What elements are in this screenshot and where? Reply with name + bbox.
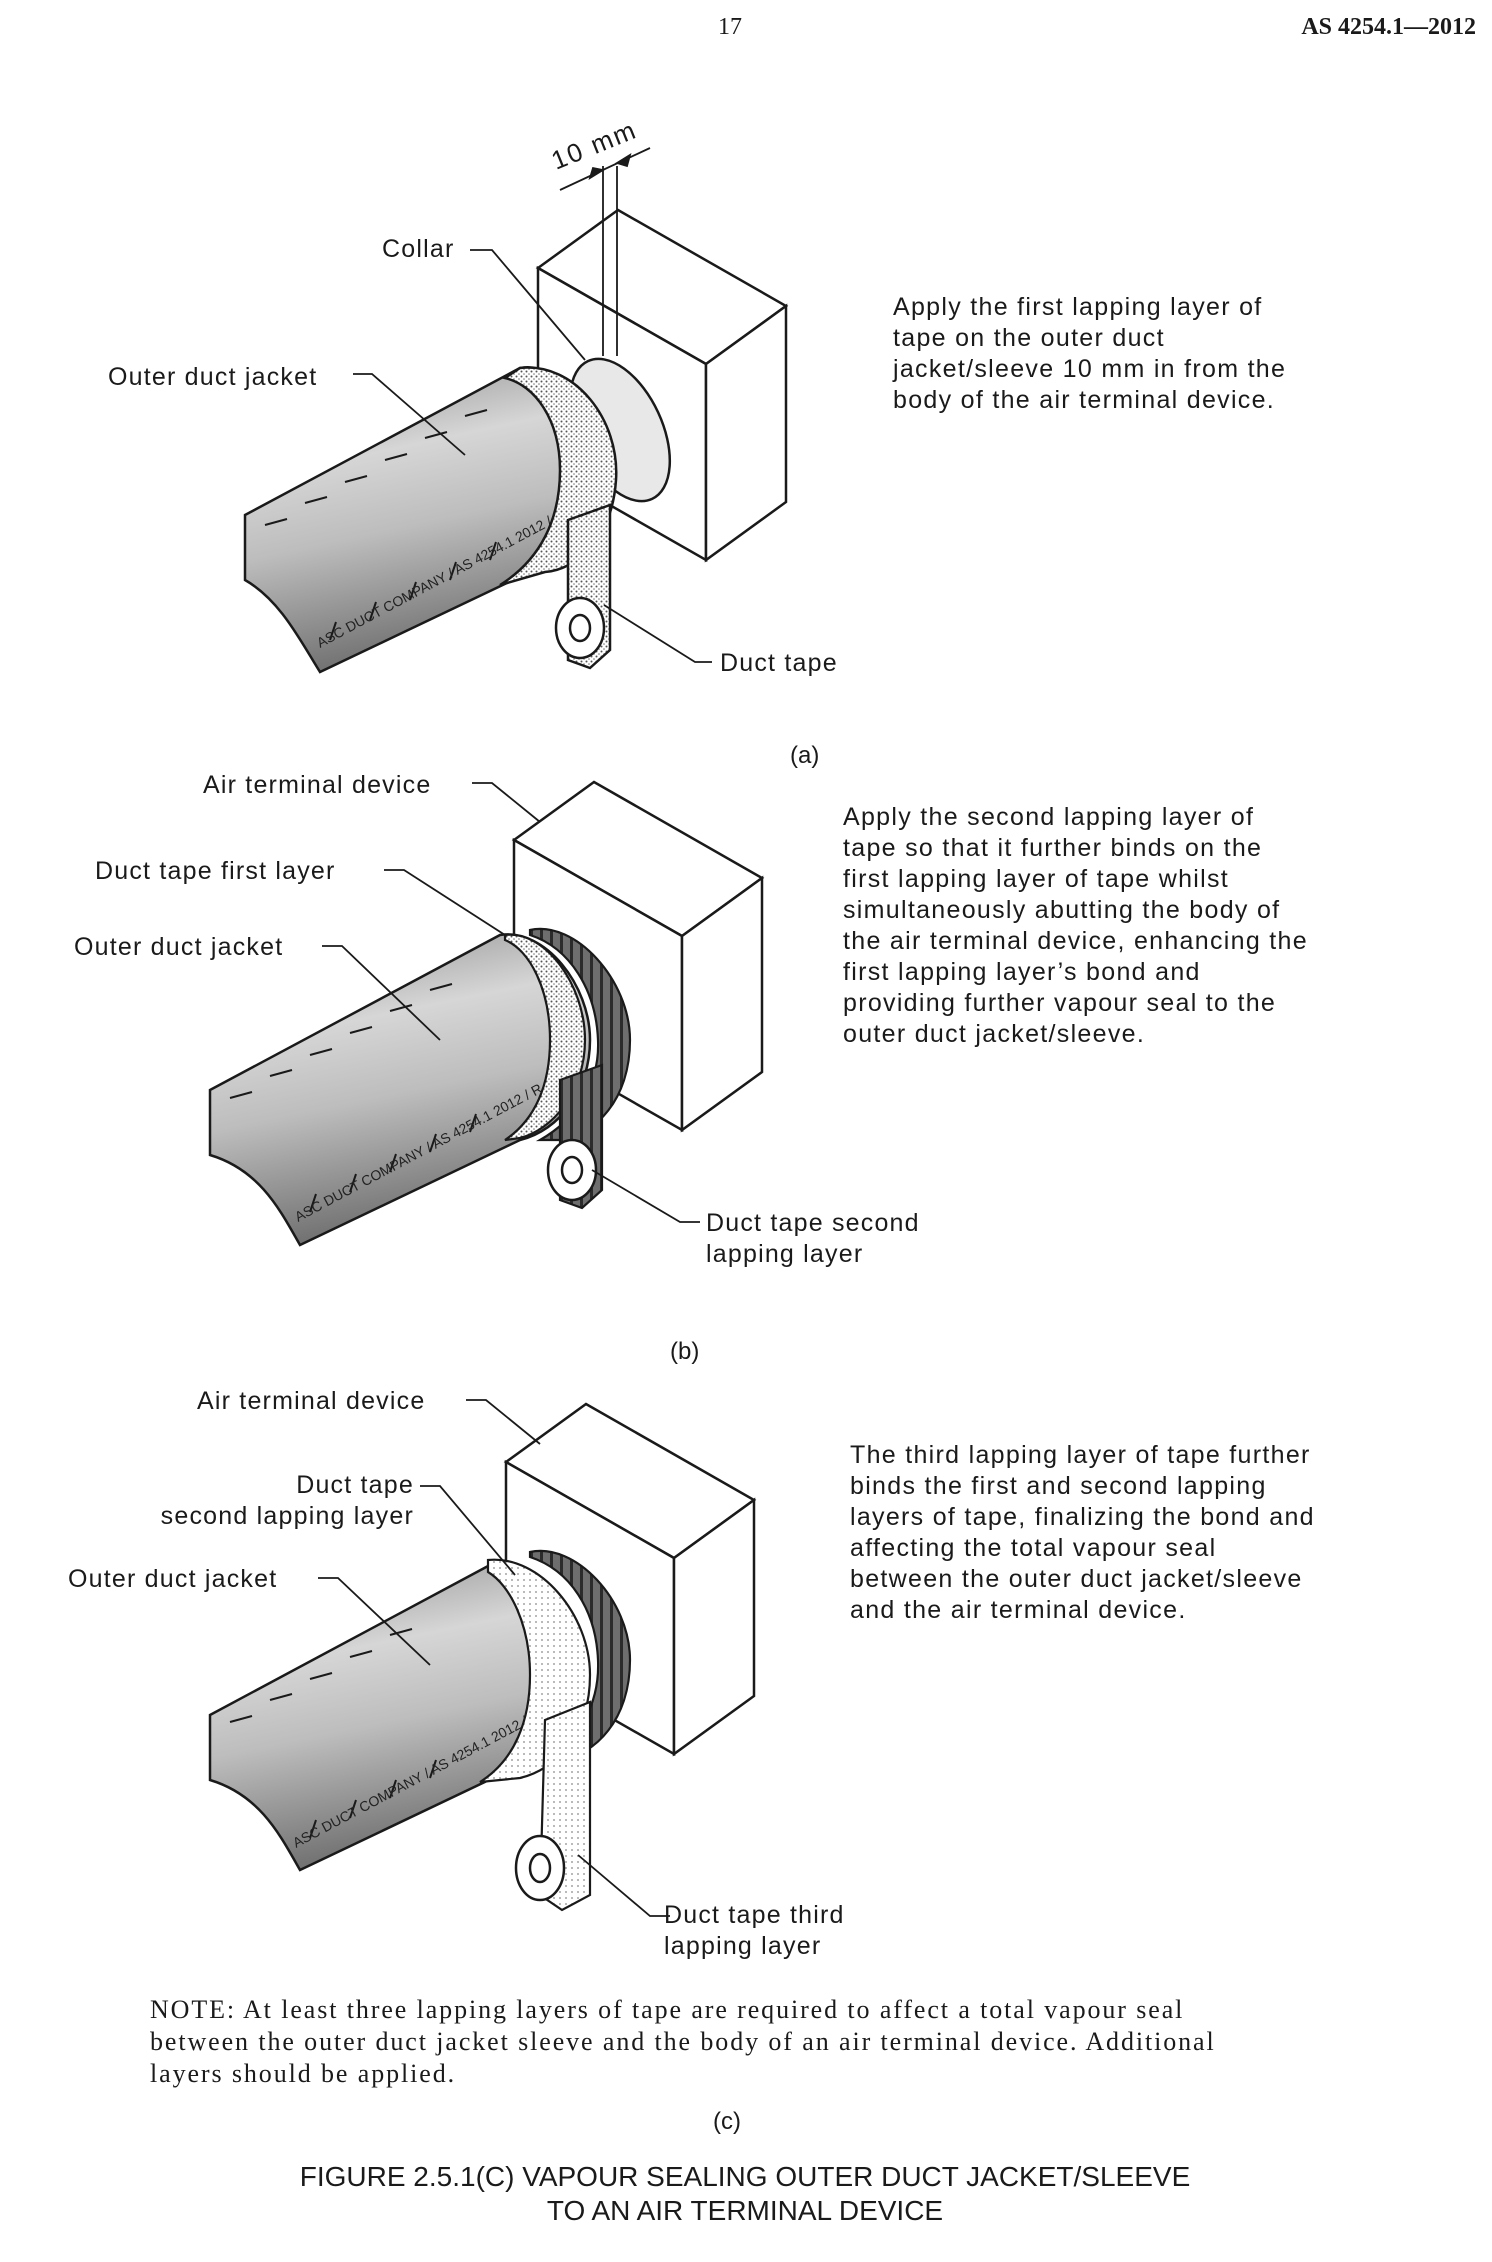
panel-b-leaders — [322, 782, 700, 1223]
box-side-face — [704, 303, 788, 563]
panel-a-leaders — [353, 249, 712, 663]
panel-c-drawing: ASC DUCT COMPANY / AS 4254.1 2012 / — [208, 1399, 757, 1917]
figure-caption: FIGURE 2.5.1(C) VAPOUR SEALING OUTER DUC… — [299, 2161, 1191, 2226]
label-outer-duct-jacket-b: Outer duct jacket — [74, 933, 284, 961]
panel-b-sublabel: (b) — [670, 1338, 700, 1365]
panel-a-sublabel: (a) — [790, 742, 820, 769]
label-duct-tape-second-lapping-c: Duct tape second lapping layer — [160, 1471, 414, 1530]
panel-a-drawing: ASC DUCT COMPANY / AS 4254.1 2012 / R 10… — [243, 114, 789, 674]
label-duct-tape-third-lapping: Duct tape third lapping layer — [664, 1901, 845, 1960]
label-outer-duct-jacket-a: Outer duct jacket — [108, 363, 318, 391]
label-air-terminal-device-b: Air terminal device — [203, 771, 432, 799]
label-duct-tape: Duct tape — [720, 649, 838, 677]
panel-a-description: Apply the first lapping layer of tape on… — [893, 293, 1287, 414]
jacket-spiral-marks — [229, 983, 477, 1213]
box-side-face — [672, 1497, 756, 1757]
label-collar: Collar — [382, 235, 455, 263]
panel-b-description: Apply the second lapping layer of tape s… — [843, 803, 1308, 1048]
page-number: 17 — [718, 14, 742, 40]
panel-b-drawing: ASC DUCT COMPANY / AS 4254.1 2012 / R — [208, 780, 765, 1247]
label-duct-tape-first-layer: Duct tape first layer — [95, 857, 336, 885]
label-duct-tape-second-lapping: Duct tape second lapping layer — [706, 1209, 920, 1268]
jacket-spiral-marks — [264, 409, 497, 641]
label-air-terminal-device-c: Air terminal device — [197, 1387, 426, 1415]
panel-c-sublabel: (c) — [713, 2108, 741, 2135]
jacket-spiral-marks — [229, 1628, 437, 1839]
figure-note: NOTE: At least three lapping layers of t… — [150, 1995, 1216, 2088]
panel-c-description: The third lapping layer of tape further … — [850, 1441, 1315, 1624]
panel-c-leaders — [318, 1399, 670, 1917]
label-outer-duct-jacket-c: Outer duct jacket — [68, 1565, 278, 1593]
dimension-10mm — [559, 147, 651, 356]
box-side-face — [680, 875, 764, 1133]
standard-reference: AS 4254.1—2012 — [1301, 14, 1476, 40]
